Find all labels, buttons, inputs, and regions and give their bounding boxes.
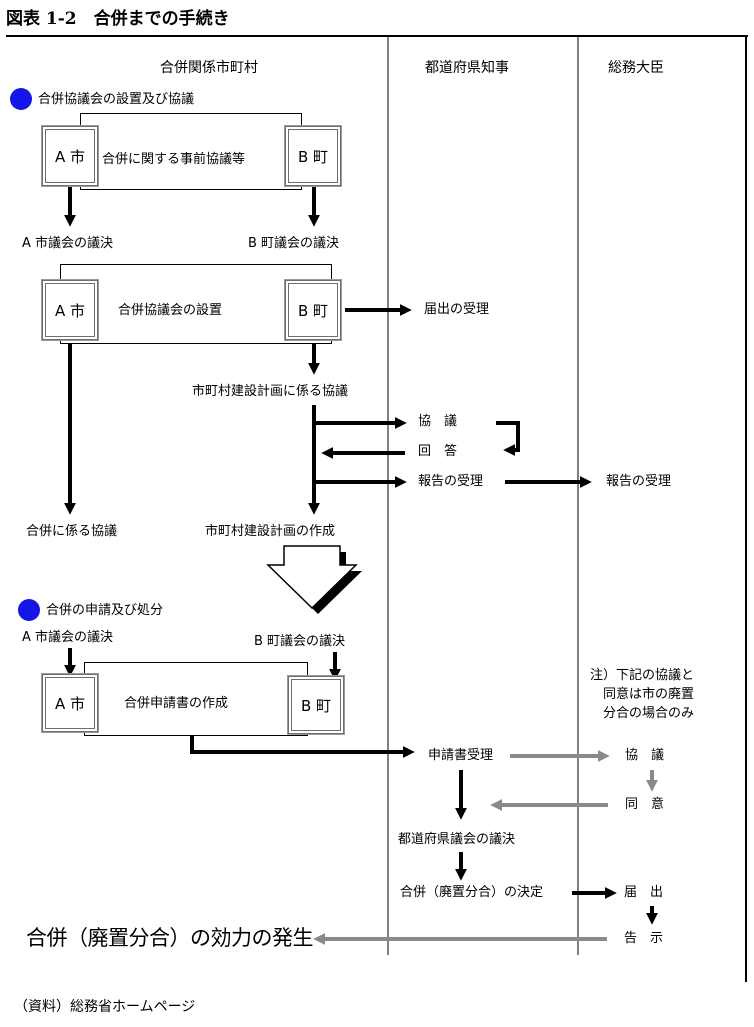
council-setup-label: 合併協議会の設置 (118, 303, 223, 318)
column-header-ministry: 総務大臣 (608, 60, 664, 76)
town-council-vote-2: B 町議会の議決 (254, 634, 346, 649)
city-a-box-2: A 市 (41, 279, 99, 341)
note-text: 注）下記の協議と 同意は市の廃置 分合の場合のみ (590, 668, 695, 721)
merger-consultation: 合併に係る協議 (26, 524, 118, 539)
column-header-prefecture: 都道府県知事 (425, 60, 509, 76)
arrow-to-application (190, 734, 415, 758)
announcement-label: 告 示 (624, 931, 664, 946)
prefectural-assembly-vote: 都道府県議会の議決 (398, 832, 516, 847)
answer-label: 回 答 (418, 444, 458, 459)
city-a-box-3: A 市 (41, 673, 99, 733)
city-a-label-3: A 市 (54, 694, 86, 713)
notification-label: 届 出 (624, 885, 664, 900)
city-council-vote-2: A 市議会の議決 (22, 630, 114, 645)
construction-plan-consult: 市町村建設計画に係る協議 (192, 384, 349, 399)
city-a-label: A 市 (54, 147, 86, 166)
report-received-ministry: 報告の受理 (606, 474, 672, 489)
section1-heading: 合併協議会の設置及び協議 (38, 92, 195, 107)
section1-bullet-icon (10, 88, 32, 110)
preliminary-consult-label: 合併に関する事前協議等 (102, 152, 246, 167)
notification-received: 届出の受理 (424, 302, 490, 317)
ministry-consent: 同 意 (625, 797, 665, 812)
construction-plan-creation: 市町村建設計画の作成 (205, 524, 336, 539)
consult-label: 協 議 (418, 414, 458, 429)
town-b-box-2: B 町 (284, 279, 342, 341)
merger-decision: 合併（廃置分合）の決定 (400, 885, 544, 900)
city-a-box: A 市 (41, 125, 99, 187)
city-council-vote: A 市議会の議決 (22, 236, 114, 251)
town-b-box: B 町 (284, 125, 342, 187)
application-received: 申請書受理 (428, 748, 494, 763)
section2-heading: 合併の申請及び処分 (46, 603, 164, 618)
report-received-prefecture: 報告の受理 (418, 474, 484, 489)
preliminary-consult-box (80, 113, 302, 190)
transition-arrow (266, 545, 362, 614)
town-council-vote: B 町議会の議決 (248, 236, 340, 251)
merger-effect: 合併（廃置分合）の効力の発生 (26, 926, 314, 950)
section2-bullet-icon (18, 599, 40, 621)
town-b-label: B 町 (297, 147, 329, 166)
city-a-label-2: A 市 (54, 301, 86, 320)
source-note: （資料）総務省ホームページ (14, 999, 196, 1015)
column-header-municipalities: 合併関係市町村 (160, 60, 258, 76)
application-box (84, 662, 308, 736)
consult-loop-line (496, 421, 520, 456)
town-b-label-3: B 町 (300, 696, 332, 715)
figure-title: 図表 1-2 合併までの手続き (6, 9, 230, 29)
town-b-box-3: B 町 (287, 675, 345, 735)
town-b-label-2: B 町 (297, 301, 329, 320)
application-label: 合併申請書の作成 (124, 696, 229, 711)
ministry-consult: 協 議 (625, 748, 665, 763)
